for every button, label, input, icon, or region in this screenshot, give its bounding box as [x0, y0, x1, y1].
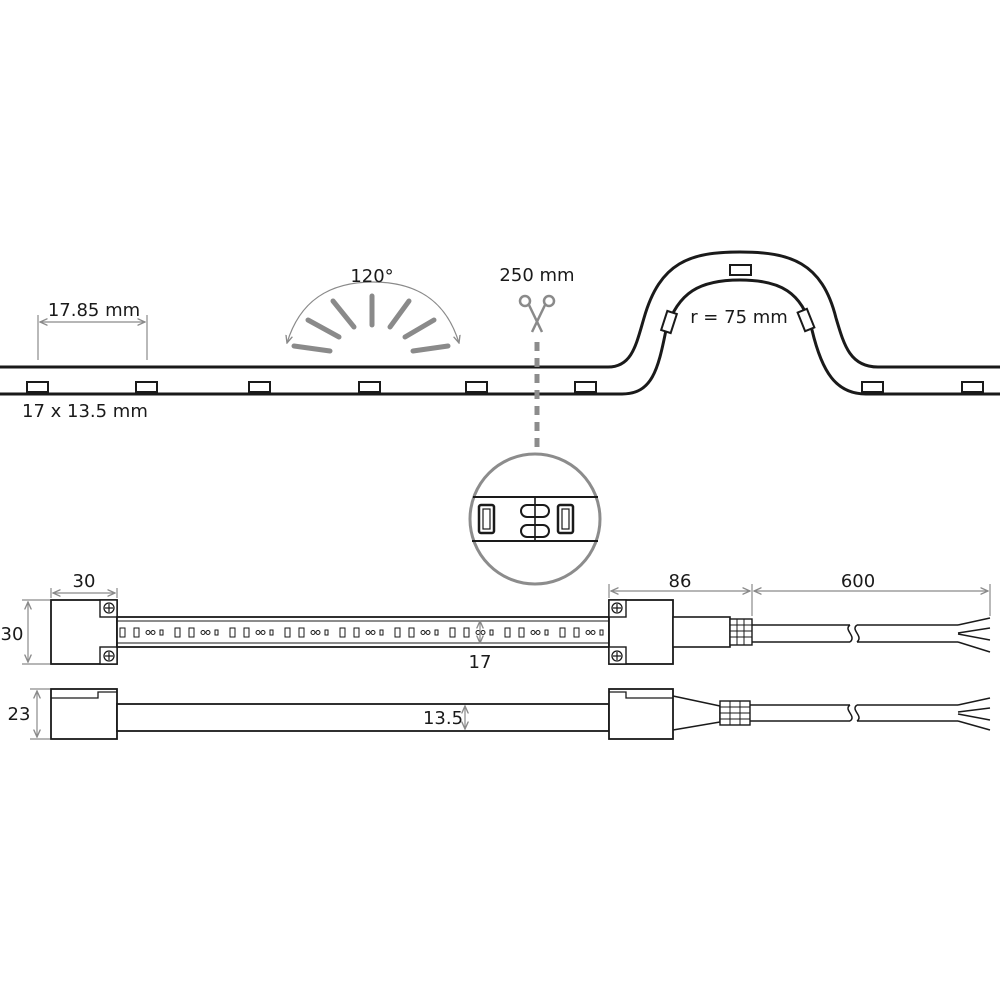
led-chip	[248, 381, 271, 393]
led-component	[434, 629, 439, 636]
led-chip	[729, 264, 752, 276]
section-label: 17 x 13.5 mm	[22, 401, 148, 422]
cable-length-label: 600	[841, 571, 875, 592]
led-component	[269, 629, 274, 636]
cut-point-marker: 250 mm	[499, 265, 575, 452]
led-component	[535, 630, 541, 635]
height-label: 30	[1, 624, 24, 645]
led-component	[298, 627, 305, 638]
led-component	[188, 627, 195, 638]
led-chip	[861, 381, 884, 393]
led-component	[353, 627, 360, 638]
led-component	[243, 627, 250, 638]
led-component	[504, 627, 511, 638]
led-component	[260, 630, 266, 635]
led-component	[174, 627, 181, 638]
cap-height-label: 23	[8, 704, 31, 725]
led-component	[229, 627, 236, 638]
led-component	[463, 627, 470, 638]
led-chip	[135, 381, 158, 393]
led-component	[205, 630, 211, 635]
led-component	[339, 627, 346, 638]
led-component	[590, 630, 596, 635]
led-component	[449, 627, 456, 638]
pitch-dimension: 17.85 mm	[37, 300, 148, 360]
led-component	[284, 627, 291, 638]
cut-zoom-detail	[468, 452, 602, 586]
side-view-drawing: 23 13.5	[8, 688, 991, 740]
led-component	[200, 630, 206, 635]
led-chip	[574, 381, 597, 393]
led-component	[420, 630, 426, 635]
pitch-label: 17.85 mm	[48, 300, 140, 321]
connector-length-label: 86	[669, 571, 692, 592]
flexible-strip-profile	[0, 250, 1000, 396]
led-component	[145, 630, 151, 635]
angle-label: 120°	[350, 266, 393, 287]
led-component	[518, 627, 525, 638]
led-component	[394, 627, 401, 638]
led-component	[559, 627, 566, 638]
led-component	[159, 629, 164, 636]
led-component	[310, 630, 316, 635]
led-component	[365, 630, 371, 635]
led-component	[599, 629, 604, 636]
led-component	[315, 630, 321, 635]
led-chip	[358, 381, 381, 393]
led-component	[133, 627, 140, 638]
top-view-drawing: 30 30 86 600 17	[1, 571, 991, 673]
led-chip	[26, 381, 49, 393]
led-component	[585, 630, 591, 635]
scissors-icon	[518, 294, 556, 333]
led-component	[573, 627, 580, 638]
led-component	[150, 630, 156, 635]
led-component	[425, 630, 431, 635]
beam-angle-indicator: 120°	[287, 266, 459, 354]
led-component	[324, 629, 329, 636]
led-component	[379, 629, 384, 636]
led-component	[255, 630, 261, 635]
led-chip	[659, 309, 679, 335]
led-component	[214, 629, 219, 636]
led-chip-row	[26, 264, 984, 393]
led-chip	[465, 381, 488, 393]
led-component	[530, 630, 536, 635]
radius-label: r = 75 mm	[690, 307, 788, 328]
led-component	[119, 627, 126, 638]
led-component	[370, 630, 376, 635]
strip-height-label: 13.5	[423, 708, 463, 729]
led-chip	[796, 307, 816, 333]
strip-width-label: 17	[469, 652, 492, 673]
led-chip	[961, 381, 984, 393]
end-cap-width-label: 30	[73, 571, 96, 592]
cut-label: 250 mm	[499, 265, 574, 286]
led-component	[408, 627, 415, 638]
led-component	[544, 629, 549, 636]
led-component	[489, 629, 494, 636]
